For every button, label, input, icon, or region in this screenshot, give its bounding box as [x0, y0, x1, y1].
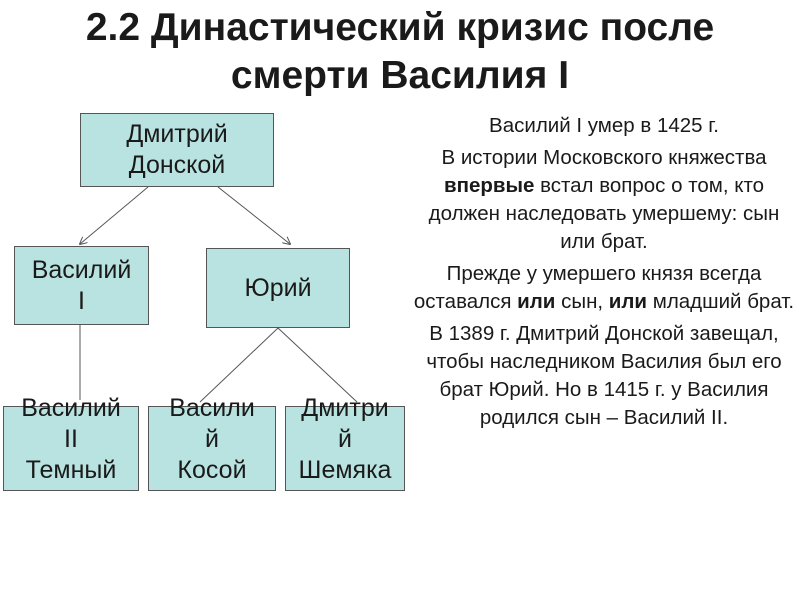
node-yuri: Юрий: [206, 248, 350, 328]
title-line-2: смерти Василия I: [230, 54, 570, 97]
node-dmitry-shemyaka-label: Дмитри й Шемяка: [298, 394, 392, 484]
info-paragraph-4: В 1389 г. Дмитрий Донской завещал, чтобы…: [426, 322, 782, 429]
node-vasily-2-temny: Василий II Темный: [3, 394, 139, 491]
info-paragraph-2: В истории Московского княжества впервые …: [412, 144, 796, 256]
info-p3-bold-2: или: [608, 290, 648, 313]
node-vasily-1: Василий I: [14, 246, 149, 325]
node-yuri-label: Юрий: [244, 273, 312, 302]
info-p2-bold: впервые: [443, 174, 535, 197]
info-p3-before: Прежде у умершего князя всегда оставался: [413, 262, 762, 313]
connector-root-to-yuri: [217, 186, 290, 244]
connector-yuri-to-shemyaka: [277, 327, 358, 403]
page-title: 2.2 Династический кризис после смерти Ва…: [0, 4, 800, 100]
info-p3-middle: сын,: [555, 290, 609, 313]
info-p3-bold-1: или: [517, 290, 556, 313]
node-dmitry-donskoy: Дмитрий Донской: [80, 113, 274, 187]
connector-yuri-to-kosoy: [199, 327, 279, 403]
info-p2-before: В истории Московского княжества: [441, 146, 767, 169]
title-line-1: 2.2 Династический кризис после: [85, 6, 715, 49]
node-dmitry-shemyaka: Дмитри й Шемяка: [285, 394, 405, 491]
info-p2-after: встал вопрос о том, кто должен наследова…: [428, 174, 780, 253]
info-paragraph-3: Прежде у умершего князя всегда оставался…: [412, 260, 796, 316]
node-vasily-kosoy: Васили й Косой: [148, 394, 276, 491]
node-vasily-1-label: Василий I: [31, 255, 132, 315]
connector-root-to-vasily1: [80, 186, 149, 244]
node-vasily-kosoy-label: Васили й Косой: [169, 394, 255, 484]
info-panel: Василий I умер в 1425 г. В истории Моско…: [412, 112, 796, 436]
node-dmitry-donskoy-label: Дмитрий Донской: [126, 120, 228, 179]
node-vasily-2-temny-label: Василий II Темный: [21, 394, 121, 484]
info-p3-after: младший брат.: [647, 290, 795, 313]
info-paragraph-1: Василий I умер в 1425 г.: [489, 114, 719, 137]
